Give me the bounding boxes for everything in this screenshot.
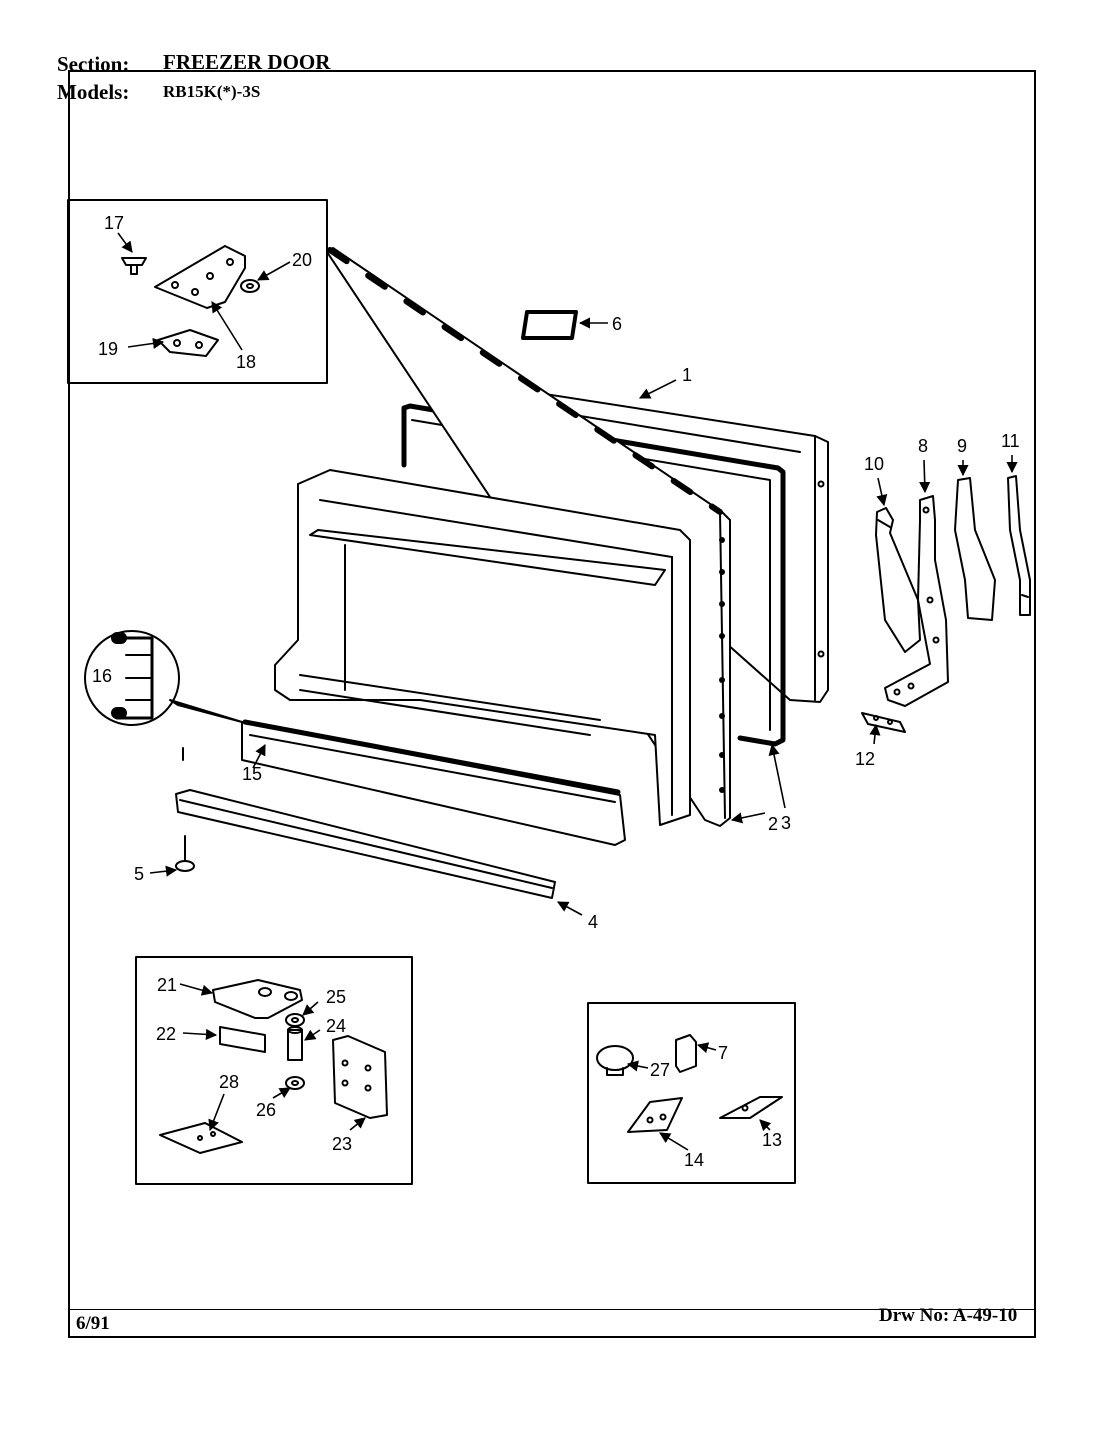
callout-24: 24 <box>326 1016 346 1036</box>
leader-8 <box>919 459 931 494</box>
trim-strip-11 <box>1007 475 1031 616</box>
leader-7 <box>696 1042 717 1054</box>
footer-date: 6/91 <box>76 1313 110 1334</box>
inset-box-bottom-hinge <box>135 956 413 1185</box>
screw-7 <box>675 1034 697 1073</box>
callout-15: 15 <box>242 764 262 784</box>
callout-13: 13 <box>762 1130 782 1150</box>
leader-3 <box>768 743 786 809</box>
cap-27 <box>596 1045 634 1076</box>
drawing-number: Drw No: A-49-10 <box>879 1305 1018 1326</box>
leader-25 <box>302 1001 319 1016</box>
inset-box-top-hinge <box>67 199 328 384</box>
washer-20 <box>240 279 260 293</box>
callout-16: 16 <box>92 666 112 686</box>
leader-20 <box>257 261 291 281</box>
callout-4: 4 <box>588 912 598 932</box>
callout-19: 19 <box>98 339 118 359</box>
plate-12 <box>861 712 906 733</box>
leader-19 <box>127 337 165 349</box>
callout-23: 23 <box>332 1134 352 1154</box>
leader-18 <box>211 301 243 351</box>
washer-26 <box>285 1076 305 1090</box>
leader-13 <box>759 1119 772 1132</box>
callout-1: 1 <box>682 365 692 385</box>
leader-1 <box>638 379 677 399</box>
callout-10: 10 <box>864 454 884 474</box>
door-plug-6 <box>521 310 578 340</box>
callout-27: 27 <box>650 1060 670 1080</box>
screw-5 <box>175 835 195 872</box>
callout-25: 25 <box>326 987 346 1007</box>
callout-22: 22 <box>156 1024 176 1044</box>
leader-28 <box>208 1093 225 1132</box>
leader-22 <box>182 1028 218 1040</box>
magnet-detail-16 <box>84 630 243 726</box>
trim-strip-9 <box>954 477 996 621</box>
leader-21 <box>179 983 214 996</box>
trim-bar-4 <box>175 789 556 899</box>
callout-8: 8 <box>918 436 928 456</box>
callout-14: 14 <box>684 1150 704 1170</box>
leader-17 <box>117 232 133 253</box>
leader-4 <box>557 901 583 916</box>
clip-13 <box>719 1096 783 1119</box>
callout-21: 21 <box>157 975 177 995</box>
callout-7: 7 <box>718 1043 728 1063</box>
washer-25 <box>285 1013 305 1027</box>
shim-19 <box>157 329 219 357</box>
hinge-plate-18 <box>154 245 246 309</box>
callout-18: 18 <box>236 352 256 372</box>
shim-22 <box>219 1026 266 1053</box>
handle-strap-10 <box>875 507 921 653</box>
callout-26: 26 <box>256 1100 276 1120</box>
callout-3: 3 <box>781 813 791 833</box>
bracket-28 <box>159 1122 243 1154</box>
leader-2 <box>730 812 766 824</box>
callout-9: 9 <box>957 436 967 456</box>
door-front-rail-15 <box>241 719 626 846</box>
leader-27 <box>626 1060 649 1072</box>
drawing-frame <box>68 70 1036 1338</box>
callout-17: 17 <box>104 213 124 233</box>
leader-26 <box>272 1087 291 1099</box>
models-value: RB15K(*)-3S <box>163 82 261 101</box>
screw-17 <box>121 257 147 275</box>
clip-14 <box>627 1097 683 1133</box>
leader-5 <box>149 865 178 877</box>
callout-12: 12 <box>855 749 875 769</box>
callout-6: 6 <box>612 314 622 334</box>
hinge-pin-24 <box>287 1026 303 1061</box>
callout-2: 2 <box>768 814 778 834</box>
callout-20: 20 <box>292 250 312 270</box>
hinge-21 <box>212 979 303 1019</box>
callout-5: 5 <box>134 864 144 884</box>
hinge-plate-23 <box>332 1035 388 1119</box>
leader-10 <box>876 477 888 507</box>
leader-14 <box>659 1132 689 1151</box>
handle-bracket-8 <box>884 495 949 707</box>
leader-12 <box>869 723 881 745</box>
footer-divider <box>68 1309 1036 1310</box>
inset-box-bottom-fasteners <box>587 1002 796 1184</box>
callout-28: 28 <box>219 1072 239 1092</box>
leader-15 <box>252 744 266 769</box>
leader-23 <box>349 1117 366 1131</box>
door-liner-tub <box>274 469 691 826</box>
leader-24 <box>304 1029 321 1041</box>
callout-11: 11 <box>1001 431 1020 451</box>
